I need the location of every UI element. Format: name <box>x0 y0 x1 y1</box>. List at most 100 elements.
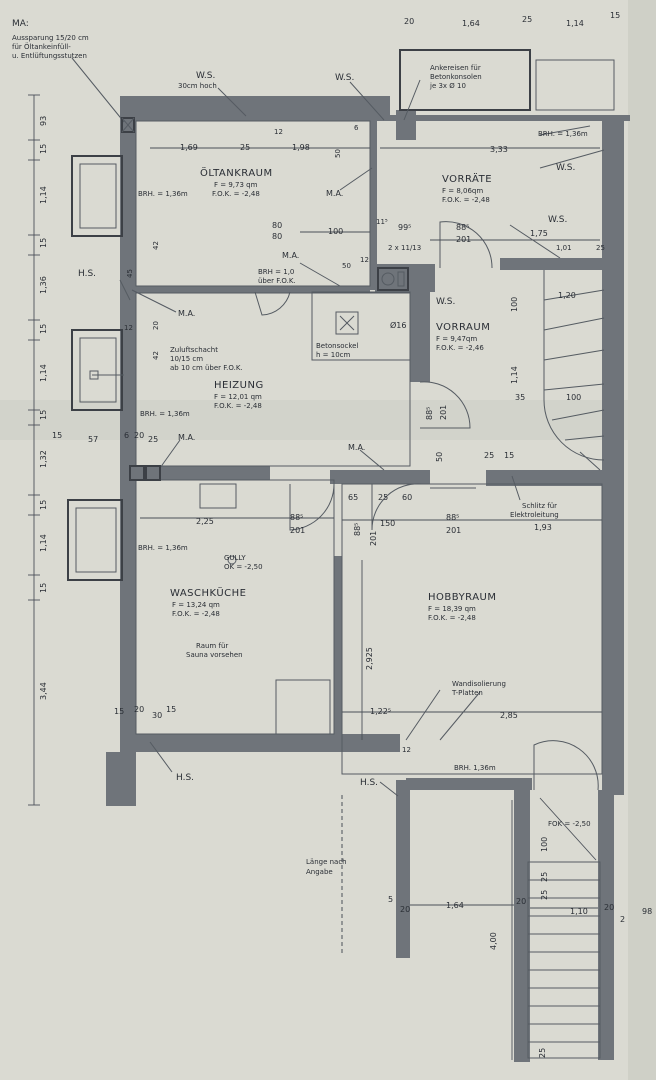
dim-label: 1,14 <box>510 366 519 384</box>
dim-label: 1,14 <box>39 534 48 552</box>
schlitz-note: Schlitz für Elektroleitung <box>510 502 559 519</box>
dim-label: 15 <box>39 500 48 510</box>
dim-label: 20 <box>400 905 410 914</box>
window-markers <box>121 117 161 481</box>
dim-label: 6 <box>354 124 359 132</box>
dim-label: 25 <box>538 1048 547 1058</box>
dim-label: 150 <box>380 519 395 528</box>
dim-label: 25 <box>148 435 158 444</box>
brh-label: BRH. = 1,36m <box>138 190 188 198</box>
room-fok: F.O.K. = -2,48 <box>214 402 262 410</box>
dim-label: 42 <box>152 351 160 360</box>
dim-label: 11⁵ <box>376 218 388 226</box>
room-name: VORRÄTE <box>442 172 492 185</box>
brh-label: BRH. 1,36m <box>454 764 496 772</box>
laenge-line: Länge nach <box>306 858 347 866</box>
top-dimension-labels: 20 1,64 25 1,14 15 <box>404 11 620 28</box>
dim-label: 15 <box>39 144 48 154</box>
ma-label: M.A. <box>178 433 195 442</box>
dim-label: 99⁵ <box>398 223 411 232</box>
ma-label: M.A. <box>178 309 195 318</box>
gully-label: GULLY <box>224 554 246 562</box>
dim-label: 25 <box>522 15 532 24</box>
dim-label: 60 <box>402 493 412 502</box>
paper-edge <box>628 0 656 1080</box>
room-fok: F.O.K. = -2,48 <box>442 196 490 204</box>
room-area: F = 12,01 qm <box>214 393 262 401</box>
dim-label: 30 <box>152 711 162 720</box>
hs-label: H.S. <box>360 778 378 788</box>
stairs <box>527 270 605 1059</box>
dim-label: 3,44 <box>39 682 48 700</box>
wand-line: Wandisolierung <box>452 680 506 688</box>
sauna-note: Raum für Sauna vorsehen <box>186 642 243 659</box>
ws-note: 30cm hoch <box>178 82 217 90</box>
dim-label: 1,14 <box>39 364 48 382</box>
dim-label: 2,925 <box>365 647 374 670</box>
dim-label: 42 <box>152 241 160 250</box>
dim-label: 88⁵ <box>446 513 459 522</box>
dim-label: 20 <box>152 321 160 330</box>
dim-label: 57 <box>88 435 98 444</box>
zuluft-line: ab 10 cm über F.O.K. <box>170 364 243 372</box>
dim-label: 5 <box>388 895 393 904</box>
sauna-line: Raum für <box>196 642 228 650</box>
ma-title: MA: <box>12 19 29 29</box>
room-heizung: HEIZUNG F = 12,01 qm F.O.K. = -2,48 <box>214 380 264 410</box>
dim-label: 25 <box>240 143 250 152</box>
room-outlines <box>135 120 603 775</box>
schlitz-line: Elektroleitung <box>510 511 559 519</box>
dim-label: 80 <box>272 232 282 241</box>
brh-label: BRH. = 1,36m <box>140 410 190 418</box>
dim-label: 98 <box>642 907 652 916</box>
room-name: VORRAUM <box>436 322 490 333</box>
dim-label: 15 <box>166 705 176 714</box>
dim-label: 20 <box>134 705 144 714</box>
left-dimension-chain <box>28 94 40 806</box>
room-fok: F.O.K. = -2,48 <box>428 614 476 622</box>
door-swings <box>254 221 599 791</box>
dim-label: 201 <box>446 526 461 535</box>
dim-label: 20 <box>134 431 144 440</box>
dim-label: 15 <box>504 451 514 460</box>
ma-label: M.A. <box>326 189 343 198</box>
zuluft-line: 10/15 cm <box>170 355 203 363</box>
ma-note: MA: Aussparung 15/20 cm für Öltankeinfül… <box>12 19 89 60</box>
dim-label: 80 <box>272 221 282 230</box>
ma-label: M.A. <box>282 251 299 260</box>
dim-label: 15 <box>39 410 48 420</box>
betonsockel-note: Betonsockel h = 10cm <box>316 342 358 359</box>
room-fok: F.O.K. = -2,46 <box>436 344 484 352</box>
leader-lines <box>71 57 605 797</box>
room-fok: F.O.K. = -2,48 <box>172 610 220 618</box>
dim-label: 2,85 <box>500 711 518 720</box>
zuluft-line: Zuluftschacht <box>170 346 218 354</box>
brh-note: BRH = 1,0 <box>258 268 294 276</box>
room-name: WASCHKÜCHE <box>170 586 246 599</box>
dim-label: 20 <box>516 897 526 906</box>
room-name: HEIZUNG <box>214 380 264 391</box>
dim-label: 1,32 <box>39 450 48 468</box>
dim-label: 93 <box>39 116 48 126</box>
laenge-line: Angabe <box>306 868 333 876</box>
inner-dimension-lines <box>140 147 602 1060</box>
ws-label: W.S. <box>335 73 354 83</box>
dim-label: 2 <box>620 915 625 924</box>
sockel-line: h = 10cm <box>316 351 351 359</box>
dim-label: 100 <box>510 297 519 312</box>
light-shafts <box>67 49 615 581</box>
room-area: F = 13,24 qm <box>172 601 220 609</box>
dim-label: 65 <box>348 493 358 502</box>
dim-label: 1,14 <box>39 186 48 204</box>
left-dimension-labels: 93 15 1,14 15 1,36 15 1,14 15 1,32 15 1,… <box>39 116 48 700</box>
dim-label: 100 <box>566 393 581 402</box>
dim-label: 15 <box>39 324 48 334</box>
burner-symbol <box>335 311 359 335</box>
dim-label: 1,36 <box>39 276 48 294</box>
zuluft-note: Zuluftschacht 10/15 cm ab 10 cm über F.O… <box>170 346 243 372</box>
dim-label: 1,22⁵ <box>370 707 391 716</box>
dim-label: 12 <box>274 128 283 136</box>
dim-label: 15 <box>114 707 124 716</box>
